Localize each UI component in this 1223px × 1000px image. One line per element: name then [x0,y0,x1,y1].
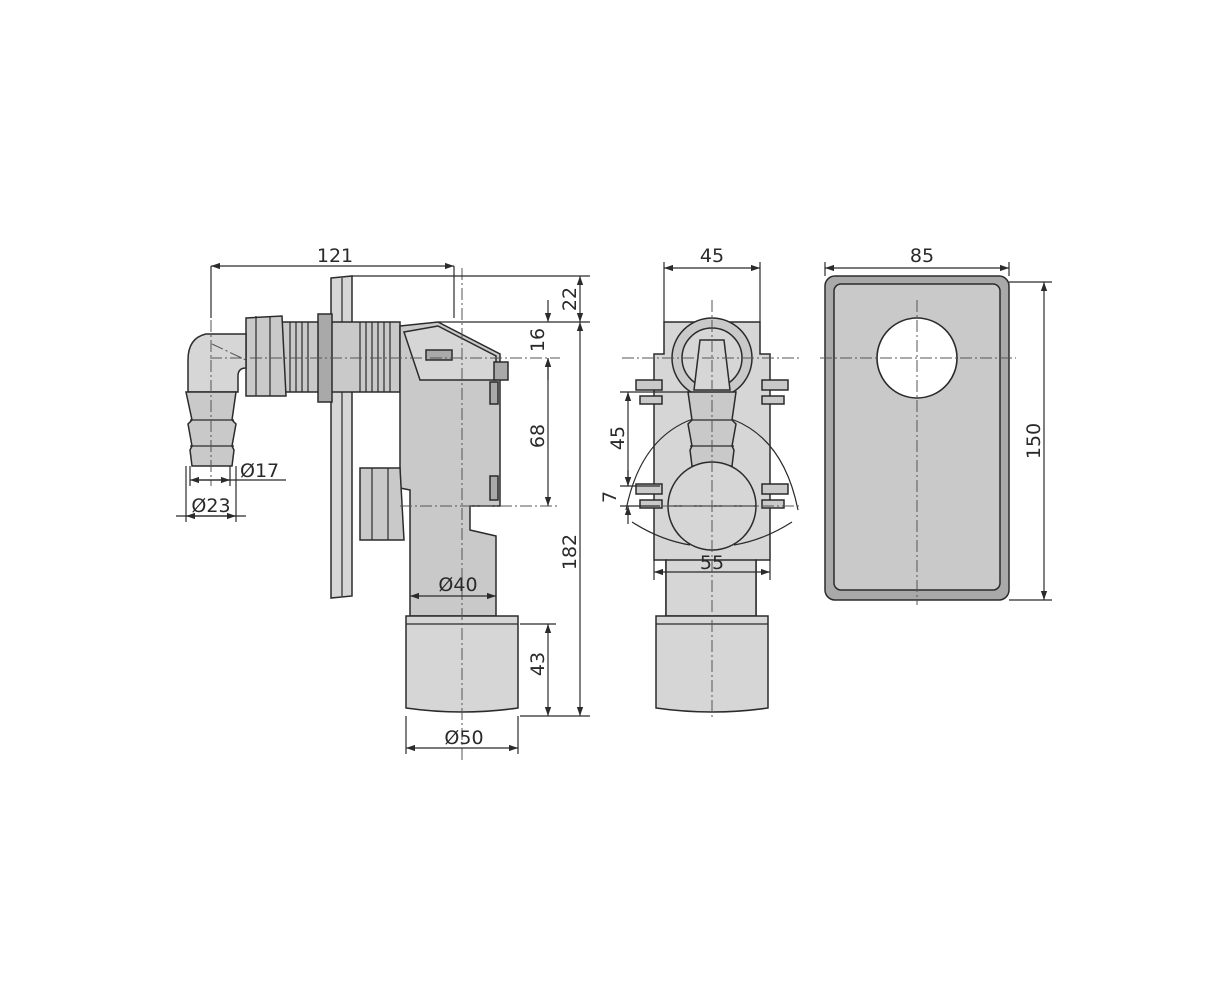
dim-front-45v: 45 [607,426,629,450]
front-view [622,300,800,720]
dim-d23: Ø23 [191,495,230,517]
dim-cover-150: 150 [1023,423,1045,459]
dim-121: 121 [317,245,353,267]
trap-body [399,321,501,617]
dim-d50: Ø50 [444,727,483,749]
dim-d17: Ø17 [240,460,279,482]
dim-front-7: 7 [599,491,621,503]
dim-43: 43 [527,652,549,676]
union-nut [245,315,287,397]
dim-front-45: 45 [700,245,724,267]
cover-dimensions: 85 150 [824,245,1052,601]
side-dimensions: 121 22 16 68 182 43 Ø17 Ø23 [176,245,590,754]
cover-plate-view [820,275,1016,605]
side-clips [635,379,789,509]
side-nut [359,467,405,541]
front-dimensions: 45 45 7 55 [599,245,771,580]
hose-elbow [187,333,247,393]
dim-d40: Ø40 [438,574,477,596]
side-view [185,268,560,760]
dim-68: 68 [527,424,549,448]
dim-front-55: 55 [700,552,724,574]
dim-cover-85: 85 [910,245,934,267]
dim-16: 16 [527,328,549,352]
dim-22: 22 [559,287,581,311]
dim-182: 182 [559,534,581,570]
